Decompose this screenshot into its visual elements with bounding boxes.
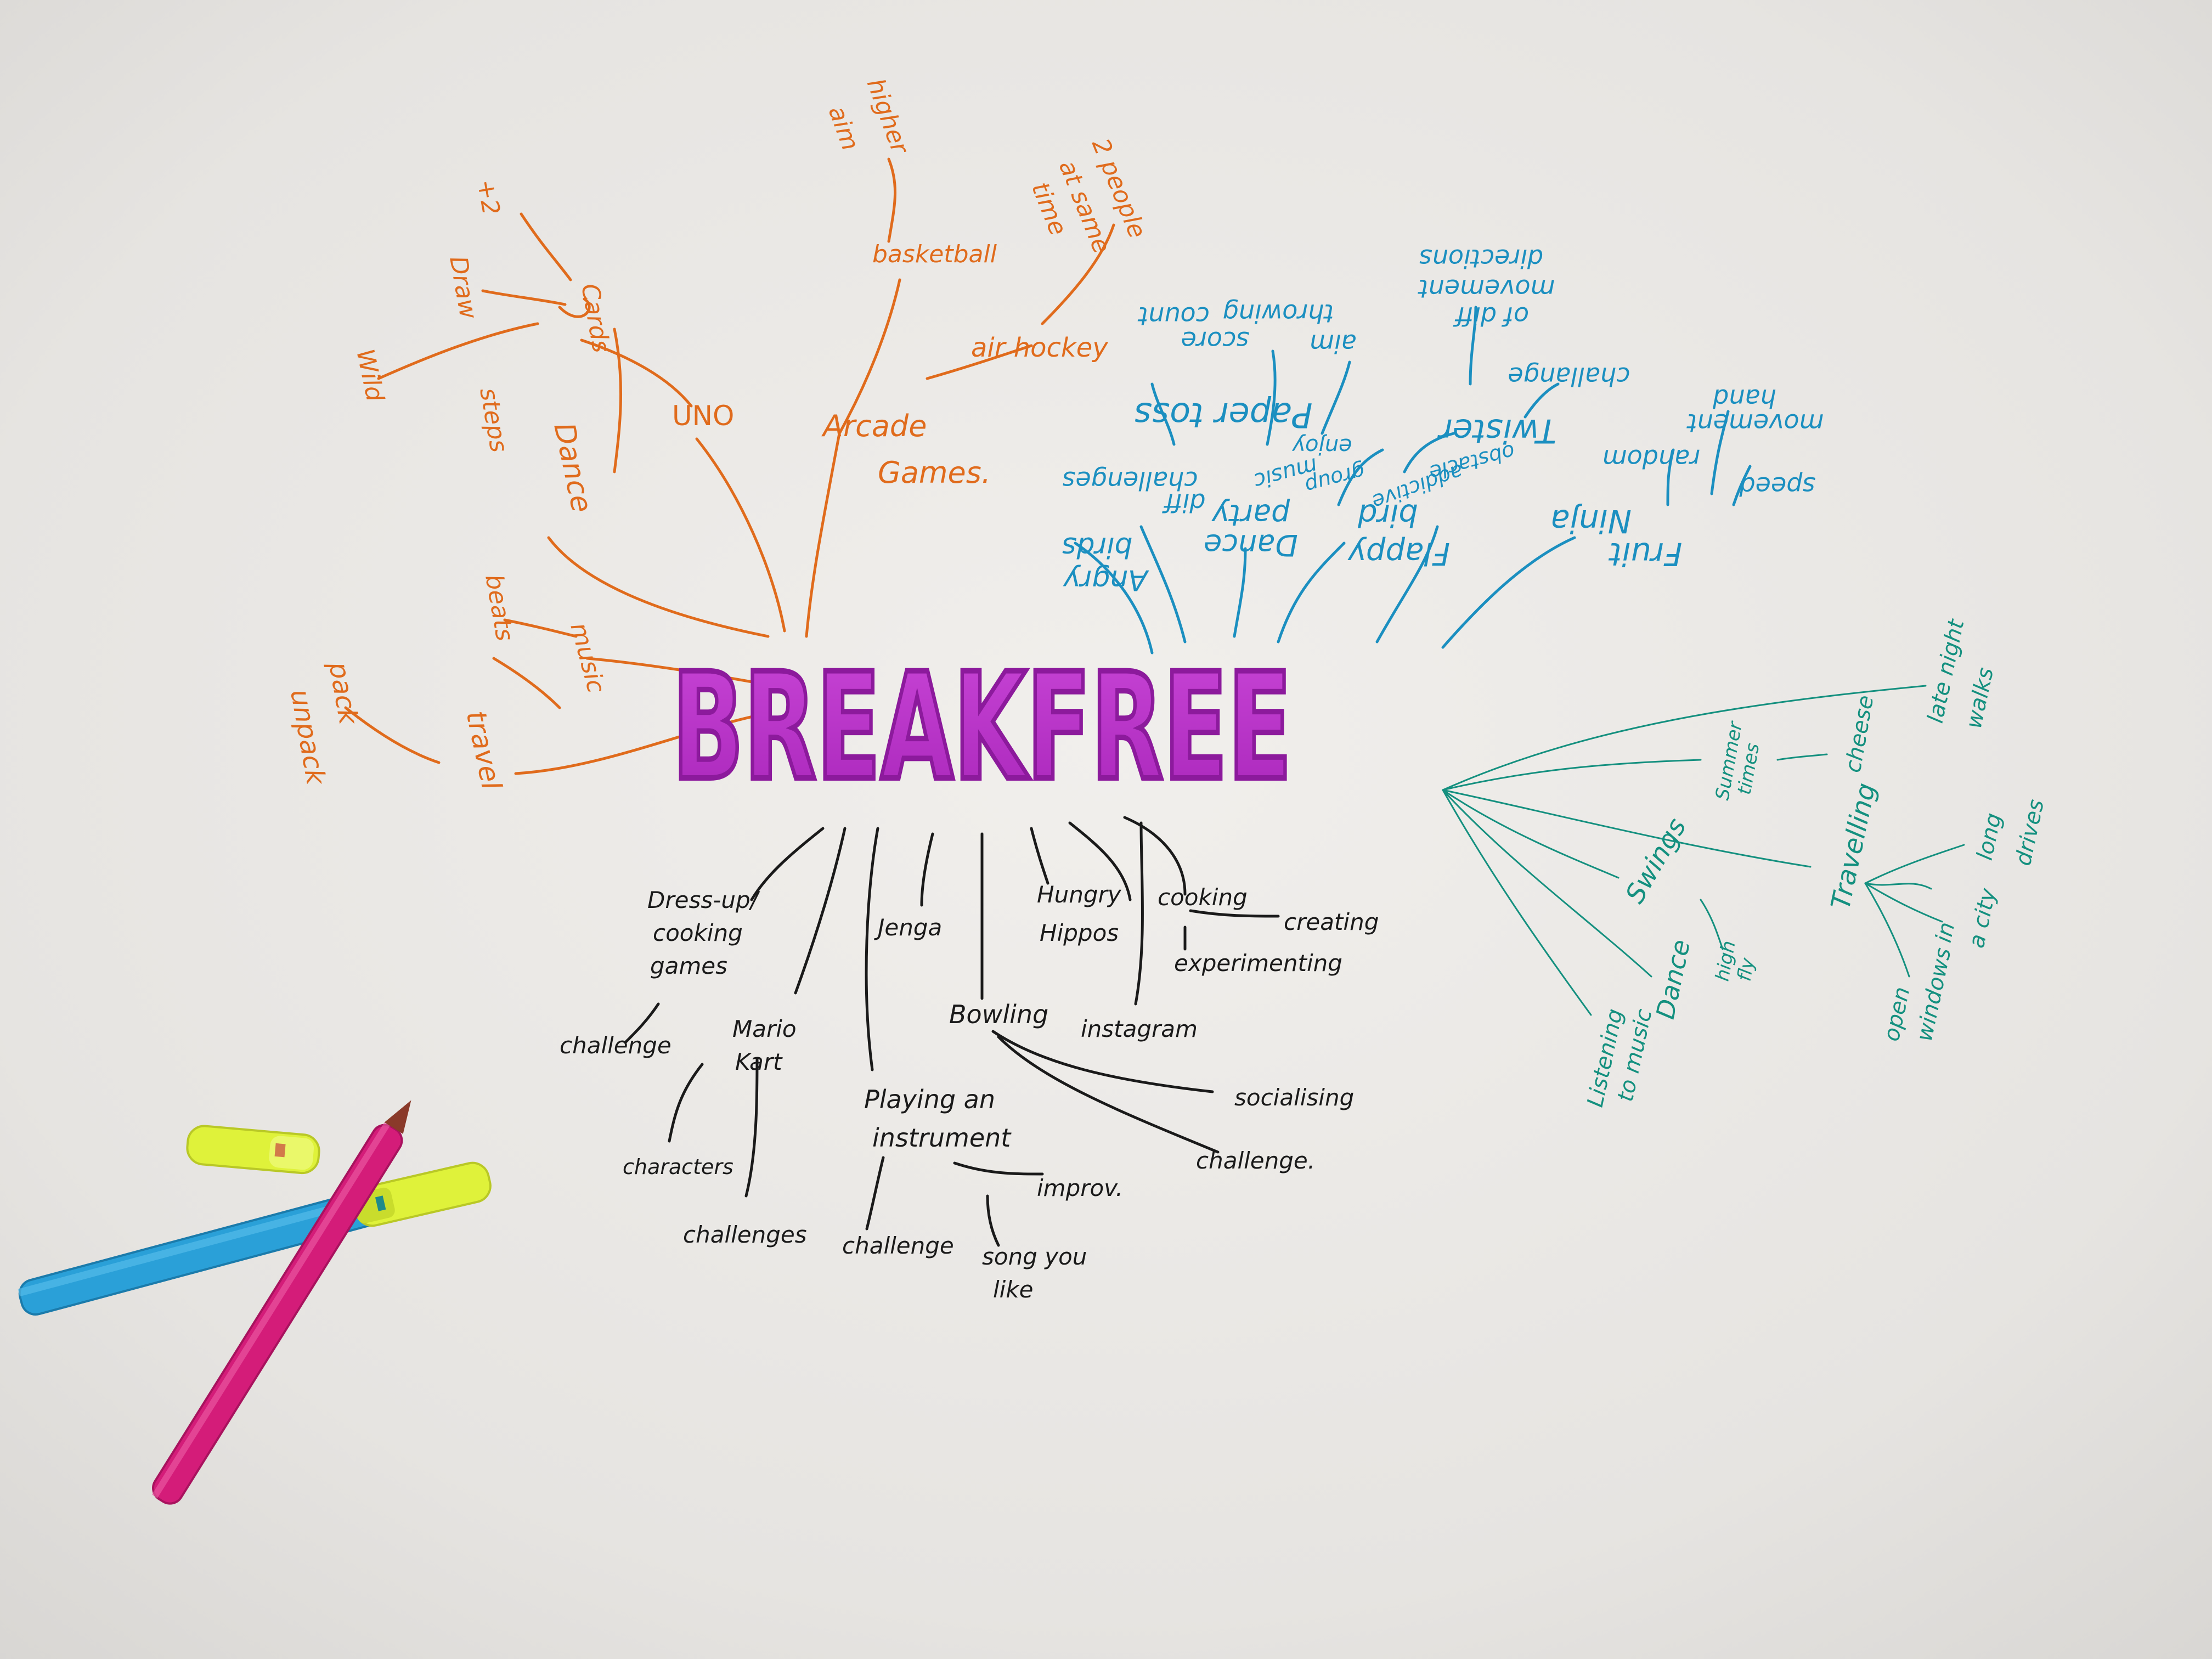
label-paper-toss: Paper toss	[1135, 395, 1313, 435]
orange-branch-lines	[344, 157, 1115, 775]
label-angry-2: birds	[1062, 531, 1133, 563]
label-random: random	[1602, 444, 1700, 473]
label-flappy-1: Flappy	[1347, 535, 1450, 571]
label-arcade-2: Games.	[878, 455, 991, 490]
label-speed: speed	[1739, 471, 1816, 501]
label-arcade-1: Arcade	[821, 409, 927, 443]
label-plus2: +2	[471, 177, 505, 217]
highlighter-cap-top	[186, 1125, 320, 1175]
label-playing-1: Playing an	[864, 1085, 995, 1114]
label-diff-2: challenges	[1062, 466, 1198, 495]
label-diff-1: diff	[1162, 488, 1206, 517]
label-instagram: instagram	[1081, 1015, 1198, 1042]
label-hungry-1: Hungry	[1037, 881, 1122, 908]
label-dress-up-1: Dress-up/	[647, 887, 760, 913]
label-challange: challange	[1508, 362, 1630, 391]
label-jenga: Jenga	[874, 914, 942, 941]
label-score: score	[1181, 326, 1250, 356]
label-basketball: basketball	[872, 240, 997, 268]
label-characters: characters	[623, 1155, 733, 1179]
label-mario-2: Kart	[735, 1048, 783, 1075]
label-count: count	[1137, 301, 1210, 331]
label-playing-2: instrument	[872, 1123, 1012, 1153]
label-challenges: challenges	[683, 1221, 807, 1248]
label-high-2: fly	[1733, 956, 1759, 983]
black-labels: Dress-up/ cooking games Jenga Hungry Hip…	[560, 881, 1379, 1303]
label-air-hockey: air hockey	[971, 332, 1108, 363]
label-twister: Twister	[1437, 411, 1556, 450]
label-song-1: song you	[982, 1243, 1087, 1270]
label-hand-2: movement	[1686, 408, 1824, 438]
label-dress-up-2: cooking	[653, 919, 743, 946]
label-mario-1: Mario	[732, 1015, 797, 1042]
label-angry-1: Angry	[1063, 563, 1149, 596]
label-dance-party-2: party	[1211, 498, 1291, 532]
label-dance-party-1: Dance	[1204, 528, 1298, 562]
label-movement-1: movement	[1418, 274, 1555, 303]
label-challenge-left: challenge	[560, 1032, 672, 1059]
teal-branch-lines	[1442, 685, 1965, 1016]
label-creating: creating	[1284, 909, 1379, 935]
pink-felt-pen	[151, 1100, 411, 1505]
title-group: BREAKFREE	[669, 639, 1295, 816]
blue-branch-lines	[1074, 306, 1752, 654]
main-title: BREAKFREE	[672, 642, 1292, 813]
label-movement-2: of diff	[1453, 301, 1529, 331]
label-experimenting: experimenting	[1174, 950, 1342, 977]
label-bowling: Bowling	[949, 1000, 1048, 1029]
label-uno: UNO	[672, 400, 734, 432]
label-throwing-1: throwing	[1222, 298, 1334, 328]
label-movement-3: directions	[1419, 244, 1544, 273]
label-cooking: cooking	[1158, 884, 1248, 911]
label-flappy-2: bird	[1358, 497, 1418, 533]
label-challenge-bottom: challenge	[842, 1232, 954, 1259]
label-improv: improv.	[1037, 1175, 1123, 1201]
black-branch-lines	[624, 816, 1280, 1247]
label-hungry-2: Hippos	[1040, 919, 1119, 946]
label-hand-1: hand	[1712, 383, 1776, 413]
label-enjoy-1: enjoy	[1291, 433, 1352, 459]
blue-labels: Paper toss throwing aim score count Twis…	[1062, 244, 1824, 596]
label-throwing-2: aim	[1310, 329, 1357, 358]
label-fruit-ninja-2: Ninja	[1550, 503, 1632, 540]
label-fruit-ninja-1: Fruit	[1608, 535, 1682, 573]
label-song-2: like	[993, 1276, 1034, 1303]
label-challenge-right: challenge.	[1196, 1147, 1315, 1174]
label-socialising: socialising	[1234, 1084, 1354, 1111]
label-dress-up-3: games	[650, 952, 727, 979]
